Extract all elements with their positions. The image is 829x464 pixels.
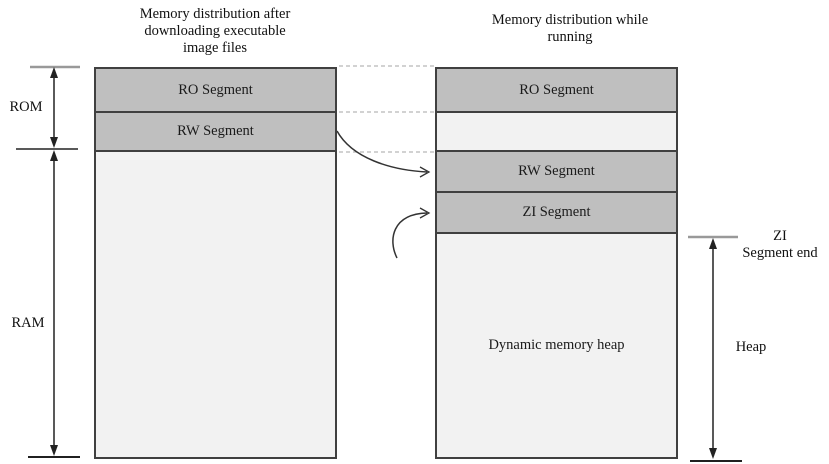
- zi-init-arrowhead: [419, 207, 431, 219]
- rom-arrowhead-down: [50, 137, 58, 148]
- right-segment-heap-label: Dynamic memory heap: [488, 337, 625, 353]
- right-column-title: Memory distribution while running: [450, 12, 690, 46]
- right-segment-gap: [437, 113, 676, 152]
- right-title-line: running: [547, 29, 593, 45]
- left-title-line: Memory distribution after: [139, 6, 291, 22]
- zi-init-arrow: [392, 212, 428, 259]
- ram-label: RAM: [11, 315, 45, 331]
- left-segment-empty-ram: [96, 152, 335, 457]
- right-memory-column: RO Segment RW Segment ZI Segment Dynamic…: [435, 67, 678, 459]
- left-segment-ro-label: RO Segment: [178, 81, 253, 98]
- ram-arrowhead-down: [50, 445, 58, 456]
- right-segment-rw: RW Segment: [437, 152, 676, 193]
- left-title-line: downloading executable: [144, 23, 286, 39]
- zi-segment-end-label: ZI Segment end: [742, 228, 818, 261]
- left-segment-rw-label: RW Segment: [177, 123, 254, 139]
- right-segment-zi: ZI Segment: [437, 193, 676, 234]
- left-title-line: image files: [182, 40, 248, 56]
- heap-label: Heap: [735, 339, 767, 355]
- rw-copy-arrowhead: [419, 166, 431, 178]
- right-segment-heap: Dynamic memory heap: [437, 234, 676, 457]
- rom-arrowhead-up: [50, 67, 58, 78]
- heap-arrowhead-up: [709, 238, 717, 249]
- rw-copy-arrow: [336, 130, 428, 173]
- rom-label: ROM: [9, 99, 43, 115]
- right-segment-rw-label: RW Segment: [518, 163, 595, 179]
- left-memory-column: RO Segment RW Segment: [94, 67, 337, 459]
- right-segment-ro: RO Segment: [437, 69, 676, 113]
- heap-arrowhead-down: [709, 448, 717, 459]
- left-segment-rw: RW Segment: [96, 113, 335, 152]
- ram-arrowhead-up: [50, 150, 58, 161]
- left-column-title: Memory distribution after downloading ex…: [95, 6, 335, 57]
- left-segment-ro: RO Segment: [96, 69, 335, 113]
- right-segment-ro-label: RO Segment: [519, 81, 594, 98]
- right-title-line: Memory distribution while: [491, 12, 649, 28]
- right-segment-zi-label: ZI Segment: [522, 204, 591, 220]
